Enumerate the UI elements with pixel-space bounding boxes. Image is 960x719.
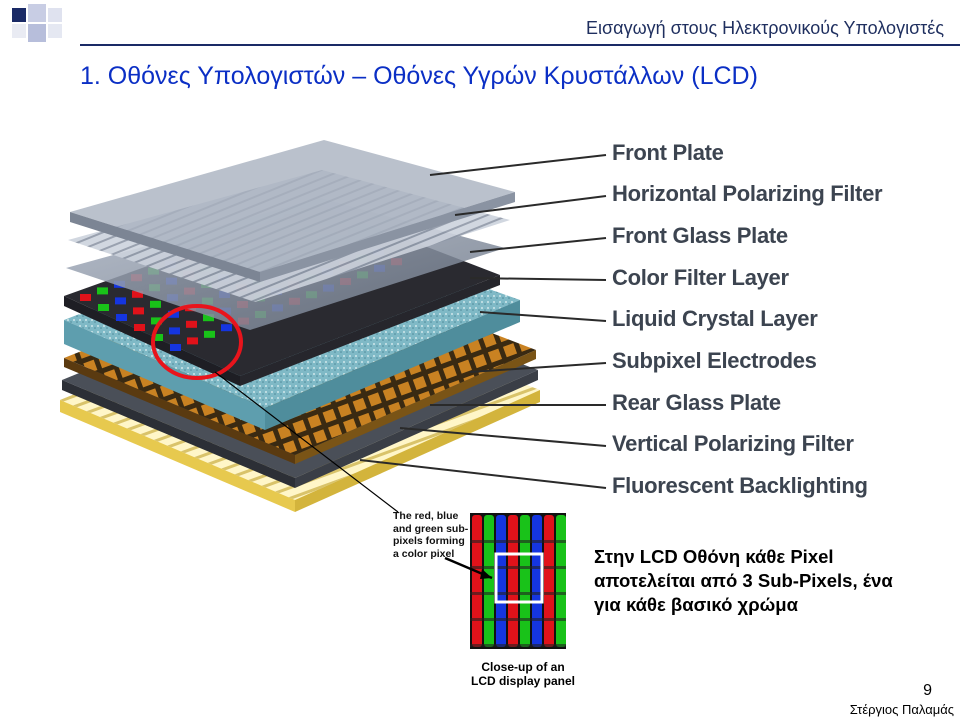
subpixel bbox=[133, 307, 144, 314]
closeup-subpixel-stripe bbox=[508, 515, 518, 647]
layer-label: Front Glass Plate bbox=[612, 223, 788, 249]
closeup-subpixel-stripe bbox=[556, 515, 566, 647]
subpixel bbox=[170, 344, 181, 351]
author-name: Στέργιος Παλαμάς bbox=[850, 702, 954, 717]
subpixel bbox=[186, 321, 197, 328]
layer-label: Color Filter Layer bbox=[612, 265, 789, 291]
layer-label: Horizontal Polarizing Filter bbox=[612, 181, 882, 207]
closeup-caption: Close-up of an LCD display panel bbox=[468, 660, 578, 688]
subpixel bbox=[116, 314, 127, 321]
layer-label: Fluorescent Backlighting bbox=[612, 473, 868, 499]
subpixel bbox=[115, 297, 126, 304]
layer-label: Vertical Polarizing Filter bbox=[612, 431, 854, 457]
subpixel bbox=[169, 327, 180, 334]
closeup-subpixel-stripe bbox=[544, 515, 554, 647]
explanation-text: Στην LCD Οθόνη κάθε Pixel αποτελείται απ… bbox=[594, 545, 894, 617]
layer-label: Rear Glass Plate bbox=[612, 390, 781, 416]
subpixel bbox=[98, 304, 109, 311]
subpixel bbox=[221, 324, 232, 331]
page-number: 9 bbox=[923, 682, 932, 700]
subpixel bbox=[134, 324, 145, 331]
subpixel bbox=[97, 287, 108, 294]
closeup-subpixel-stripe bbox=[520, 515, 530, 647]
closeup-subpixel-stripe bbox=[472, 515, 482, 647]
subpixel bbox=[150, 301, 161, 308]
layer-label: Liquid Crystal Layer bbox=[612, 306, 818, 332]
inset-caption: The red, blue and green sub-pixels formi… bbox=[393, 510, 473, 560]
subpixel bbox=[187, 337, 198, 344]
closeup-subpixel-stripe bbox=[484, 515, 494, 647]
layer-label: Subpixel Electrodes bbox=[612, 348, 817, 374]
subpixel bbox=[80, 294, 91, 301]
layer-label: Front Plate bbox=[612, 140, 724, 166]
subpixel bbox=[204, 331, 215, 338]
